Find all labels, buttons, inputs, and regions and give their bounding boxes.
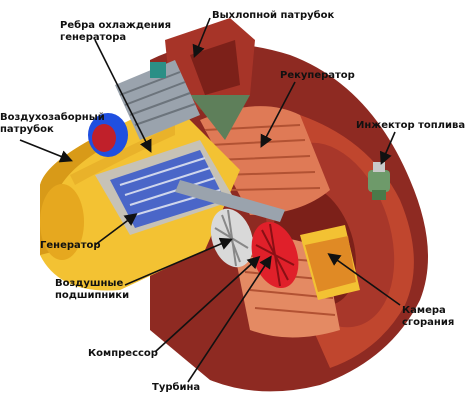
leader-air-intake <box>19 139 73 163</box>
label-fuel-injector: Инжектор топлива <box>356 120 466 131</box>
leader-fuel-injector <box>379 131 396 165</box>
intake-ring <box>88 113 128 157</box>
generator-rotor <box>95 140 285 235</box>
leader-generator <box>94 213 138 246</box>
leader-turbine <box>187 255 272 383</box>
label-recuperator: Рекуператор <box>280 70 355 81</box>
leader-compressor <box>154 255 261 353</box>
generator-cooling-fins <box>115 60 200 140</box>
label-generator: Генератор <box>40 240 101 251</box>
label-combustion-chamber: Камера сгорания <box>402 305 455 328</box>
leader-exhaust <box>192 17 211 58</box>
label-compressor: Компрессор <box>88 348 158 359</box>
fuel-injector-body <box>368 162 390 200</box>
label-exhaust: Выхлопной патрубок <box>212 10 335 21</box>
leader-air-bearings <box>124 237 233 286</box>
leader-recuperator <box>260 81 296 148</box>
label-air-bearings: Воздушные подшипники <box>55 278 130 301</box>
label-generator-fins: Ребра охлаждения генератора <box>60 20 172 43</box>
turbine-wheel <box>251 221 299 289</box>
leader-lines <box>19 17 401 383</box>
leader-combustion <box>327 253 401 306</box>
label-air-intake: Воздухозаборный патрубок <box>0 112 105 135</box>
leader-generator-fins <box>94 39 152 153</box>
label-turbine: Турбина <box>152 382 201 393</box>
